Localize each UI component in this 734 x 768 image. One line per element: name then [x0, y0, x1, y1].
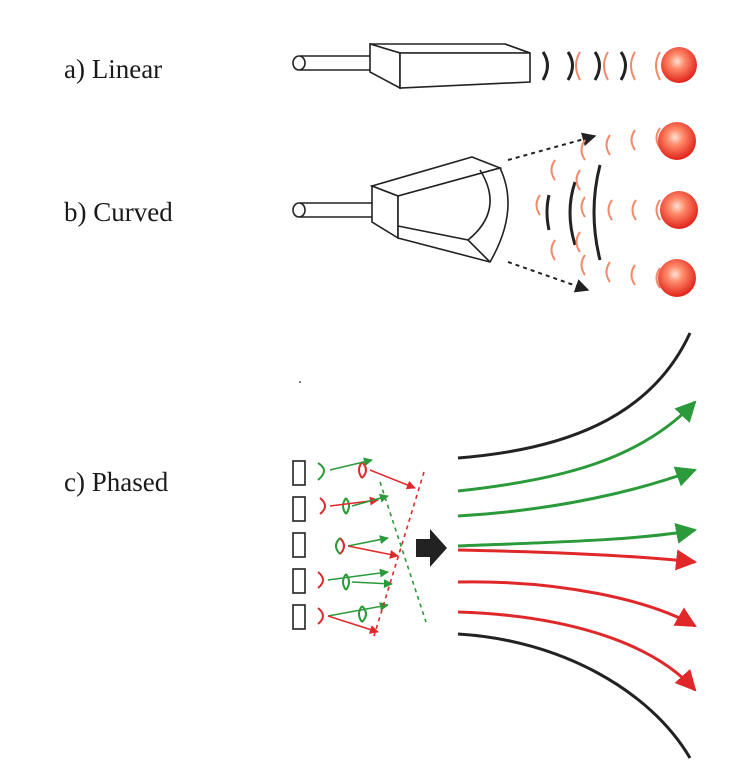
right-block-arrow-icon: [416, 529, 447, 567]
target-sphere-a: [661, 47, 697, 83]
label-curved: b) Curved: [64, 197, 173, 227]
curved-wavefronts: [535, 127, 661, 289]
curved-beam-arrows: [507, 132, 597, 293]
phased-beam-curves: [457, 332, 698, 759]
stray-dot: [299, 381, 301, 383]
linear-probe-icon: [292, 42, 531, 90]
target-sphere-b-top: [658, 122, 696, 160]
curved-probe-icon: [292, 156, 509, 263]
green-wavefront-line: [379, 481, 427, 623]
linear-wavefronts: [541, 51, 661, 81]
target-sphere-b-bottom: [658, 259, 696, 297]
label-phased: c) Phased: [64, 467, 169, 497]
phased-wavelets: [317, 461, 367, 625]
phased-array-elements: [292, 460, 306, 630]
label-linear: a) Linear: [64, 54, 163, 84]
phased-small-arrows: [327, 457, 416, 634]
target-sphere-b-mid: [660, 191, 698, 229]
